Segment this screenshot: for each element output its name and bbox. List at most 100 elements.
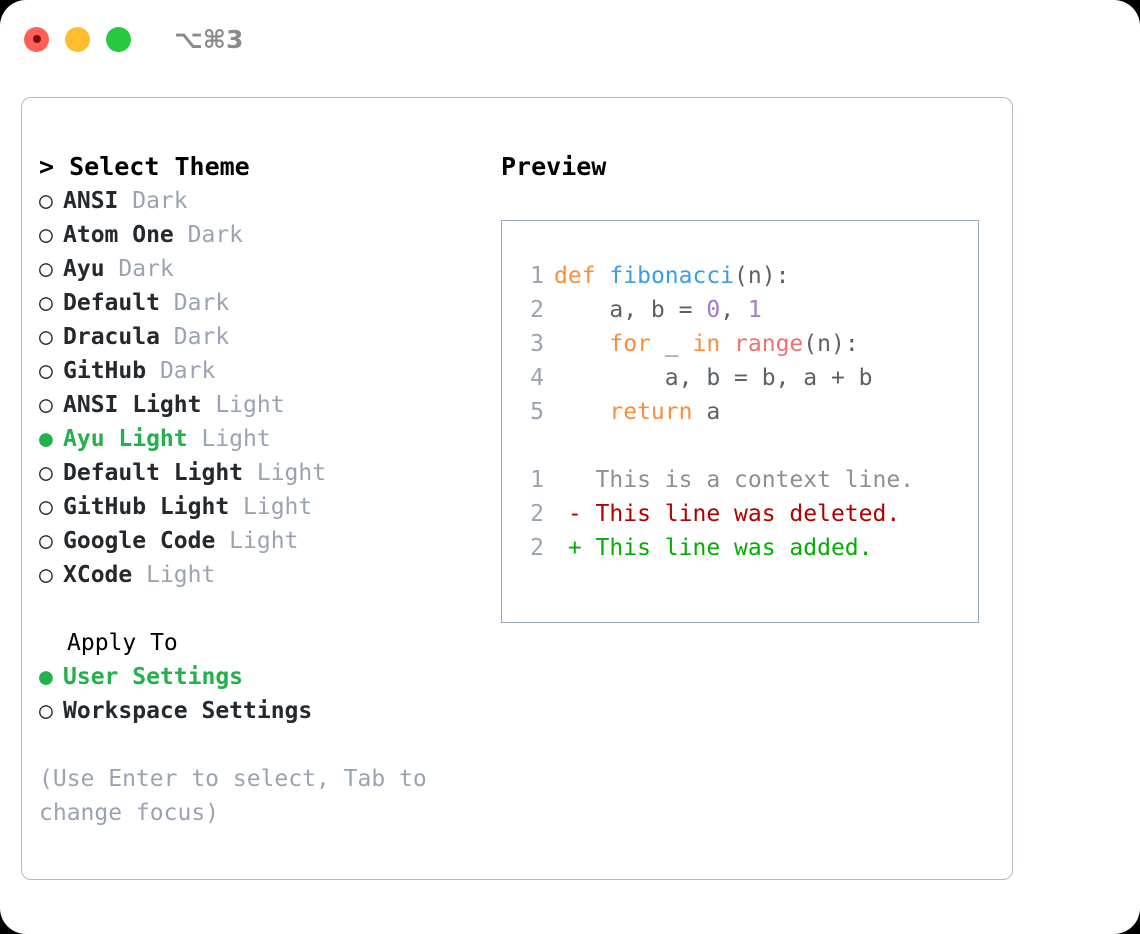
code-line: 1 def fibonacci(n): (518, 259, 978, 293)
window-controls (24, 26, 131, 52)
line-number: 2 (530, 535, 544, 561)
code-token: , (720, 297, 748, 323)
theme-name: GitHub (63, 358, 147, 384)
theme-variant: Light (215, 528, 299, 554)
theme-name: ANSI Light (63, 392, 202, 418)
keyboard-shortcut-label: ⌥⌘3 (174, 24, 244, 54)
diff-line: 1 This is a context line. (518, 463, 978, 497)
radio-selected-icon: ● (39, 664, 53, 690)
theme-variant: Light (243, 460, 327, 486)
page-title: > Select Theme (39, 152, 250, 181)
radio-unselected-icon: ○ (39, 392, 53, 418)
theme-list-item[interactable]: ○ Ayu Dark (39, 252, 469, 286)
apply-to-list[interactable]: ● User Settings ○Workspace Settings (39, 660, 469, 728)
code-token: in (692, 331, 721, 357)
apply-to-label: User Settings (63, 664, 244, 690)
close-button[interactable] (24, 26, 49, 52)
radio-unselected-icon: ○ (39, 562, 53, 588)
theme-variant: Light (201, 392, 285, 418)
diff-line: 2 + This line was added. (518, 531, 978, 565)
theme-name: Ayu Light (63, 426, 188, 452)
code-token: for (609, 331, 651, 357)
code-token: a, b = b, a + b (554, 365, 873, 391)
radio-unselected-icon: ○ (39, 460, 53, 486)
theme-picker-card: > Select Theme ○ANSI Dark○Atom One Dark○… (21, 97, 1013, 880)
line-number: 3 (530, 331, 544, 357)
theme-list-item[interactable]: ○ ANSI Light Light (39, 388, 469, 422)
line-number: 1 (530, 467, 544, 493)
code-line: 2 a, b = 0, 1 (518, 293, 978, 327)
theme-variant: Light (132, 562, 216, 588)
apply-to-item[interactable]: ● User Settings (39, 660, 469, 694)
theme-list-item[interactable]: ○Dracula Dark (39, 320, 469, 354)
line-number: 5 (530, 399, 544, 425)
code-token (720, 331, 734, 357)
theme-list-item[interactable]: ○ GitHub Dark (39, 354, 469, 388)
theme-variant: Light (187, 426, 271, 452)
radio-unselected-icon: ○ (39, 222, 53, 248)
theme-list-item[interactable]: ○GitHub Light Light (39, 490, 469, 524)
theme-name: ANSI (63, 188, 119, 214)
code-token: 0 (706, 297, 721, 323)
code-token: (n): (803, 331, 859, 357)
apply-to-item[interactable]: ○Workspace Settings (39, 694, 469, 728)
code-line: 4 a, b = b, a + b (518, 361, 978, 395)
preview-title: Preview (501, 152, 607, 181)
line-number: 2 (530, 297, 544, 323)
code-token: fibonacci (609, 263, 735, 289)
theme-name: Default (63, 290, 160, 316)
theme-name: Google Code (63, 528, 216, 554)
close-icon (32, 35, 41, 43)
code-token: a, b = (554, 297, 707, 323)
minimize-button[interactable] (65, 26, 90, 52)
theme-variant: Dark (104, 256, 174, 282)
theme-list-item[interactable]: ○ Default Light Light (39, 456, 469, 490)
theme-list-item[interactable]: ○ XCode Light (39, 558, 469, 592)
code-token (554, 399, 609, 425)
code-token: 1 (747, 297, 762, 323)
code-token: def (554, 263, 596, 289)
diff-sample: 1 This is a context line. 2 - This line w… (518, 463, 978, 565)
apply-to-label: Workspace Settings (63, 698, 313, 724)
apply-to-heading: Apply To (67, 630, 178, 656)
diff-text: This is a context line. (554, 467, 915, 493)
code-token: range (734, 331, 804, 357)
theme-list-item[interactable]: ○ANSI Dark (39, 184, 469, 218)
theme-name: XCode (63, 562, 133, 588)
diff-text: - This line was deleted. (554, 501, 901, 527)
theme-name: Ayu (63, 256, 105, 282)
code-line: 5 return a (518, 395, 978, 429)
theme-selection-panel: > Select Theme ○ANSI Dark○Atom One Dark○… (39, 150, 469, 830)
radio-unselected-icon: ○ (39, 188, 53, 214)
code-token: return (609, 399, 693, 425)
diff-text: + This line was added. (554, 535, 873, 561)
theme-list-item[interactable]: ● Ayu Light Light (39, 422, 469, 456)
code-token: (n): (734, 263, 790, 289)
theme-list-item[interactable]: ○ Google Code Light (39, 524, 469, 558)
theme-variant: Light (229, 494, 313, 520)
radio-unselected-icon: ○ (39, 256, 53, 282)
line-number: 2 (530, 501, 544, 527)
radio-unselected-icon: ○ (39, 290, 53, 316)
radio-unselected-icon: ○ (39, 358, 53, 384)
code-token (554, 331, 609, 357)
title-bar: ⌥⌘3 (0, 0, 1140, 78)
theme-name: Default Light (63, 460, 244, 486)
theme-variant: Dark (146, 358, 216, 384)
theme-name: GitHub Light (63, 494, 230, 520)
theme-list[interactable]: ○ ANSI Dark ○ Atom One Dark ○ Ayu Dark ○ Defaul… (39, 184, 469, 592)
radio-unselected-icon: ○ (39, 528, 53, 554)
spacer (39, 592, 469, 626)
theme-variant: Dark (159, 290, 230, 316)
theme-name: Atom One (63, 222, 174, 248)
code-token (596, 263, 610, 289)
radio-selected-icon: ● (39, 426, 53, 452)
radio-unselected-icon: ○ (39, 324, 53, 350)
theme-list-item[interactable]: ○Atom One Dark (39, 218, 469, 252)
code-token: _ (650, 331, 693, 357)
theme-variant: Dark (159, 324, 230, 350)
theme-list-item[interactable]: ○ Default Dark (39, 286, 469, 320)
line-number: 1 (530, 263, 544, 289)
maximize-button[interactable] (106, 26, 131, 52)
